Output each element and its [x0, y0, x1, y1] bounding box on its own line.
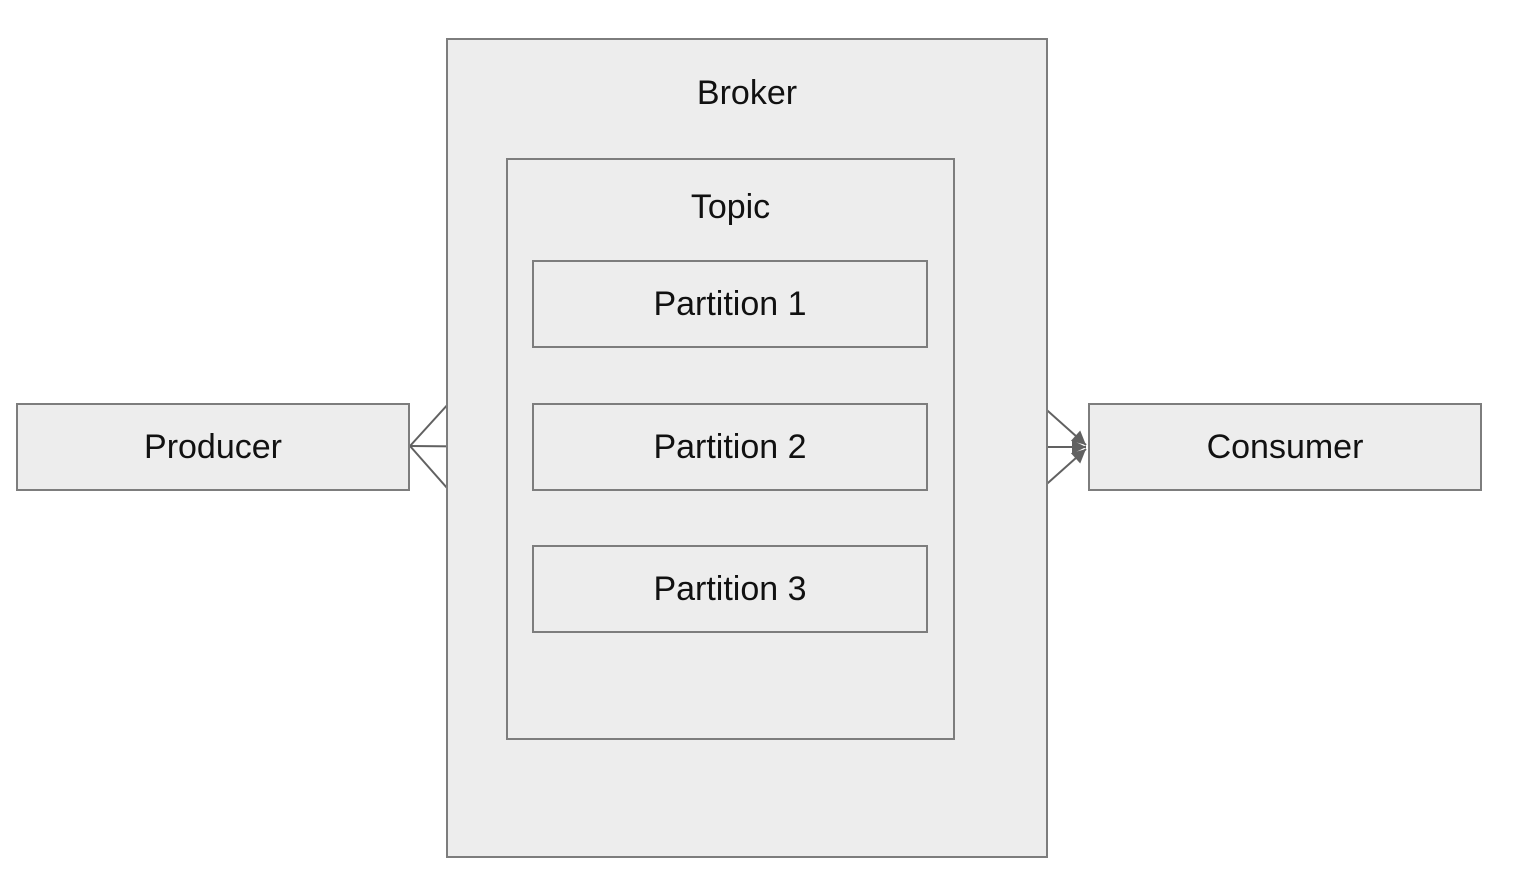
node-consumer: Consumer [1088, 403, 1482, 491]
partition-3-label: Partition 3 [653, 569, 807, 608]
node-partition-2: Partition 2 [532, 403, 928, 491]
partition-2-label: Partition 2 [653, 427, 807, 466]
partition-1-label: Partition 1 [653, 284, 807, 323]
node-partition-3: Partition 3 [532, 545, 928, 633]
node-producer: Producer [16, 403, 410, 491]
topic-label: Topic [690, 188, 771, 226]
node-partition-1: Partition 1 [532, 260, 928, 348]
broker-label: Broker [696, 74, 798, 112]
producer-label: Producer [144, 427, 282, 466]
consumer-label: Consumer [1206, 427, 1364, 466]
